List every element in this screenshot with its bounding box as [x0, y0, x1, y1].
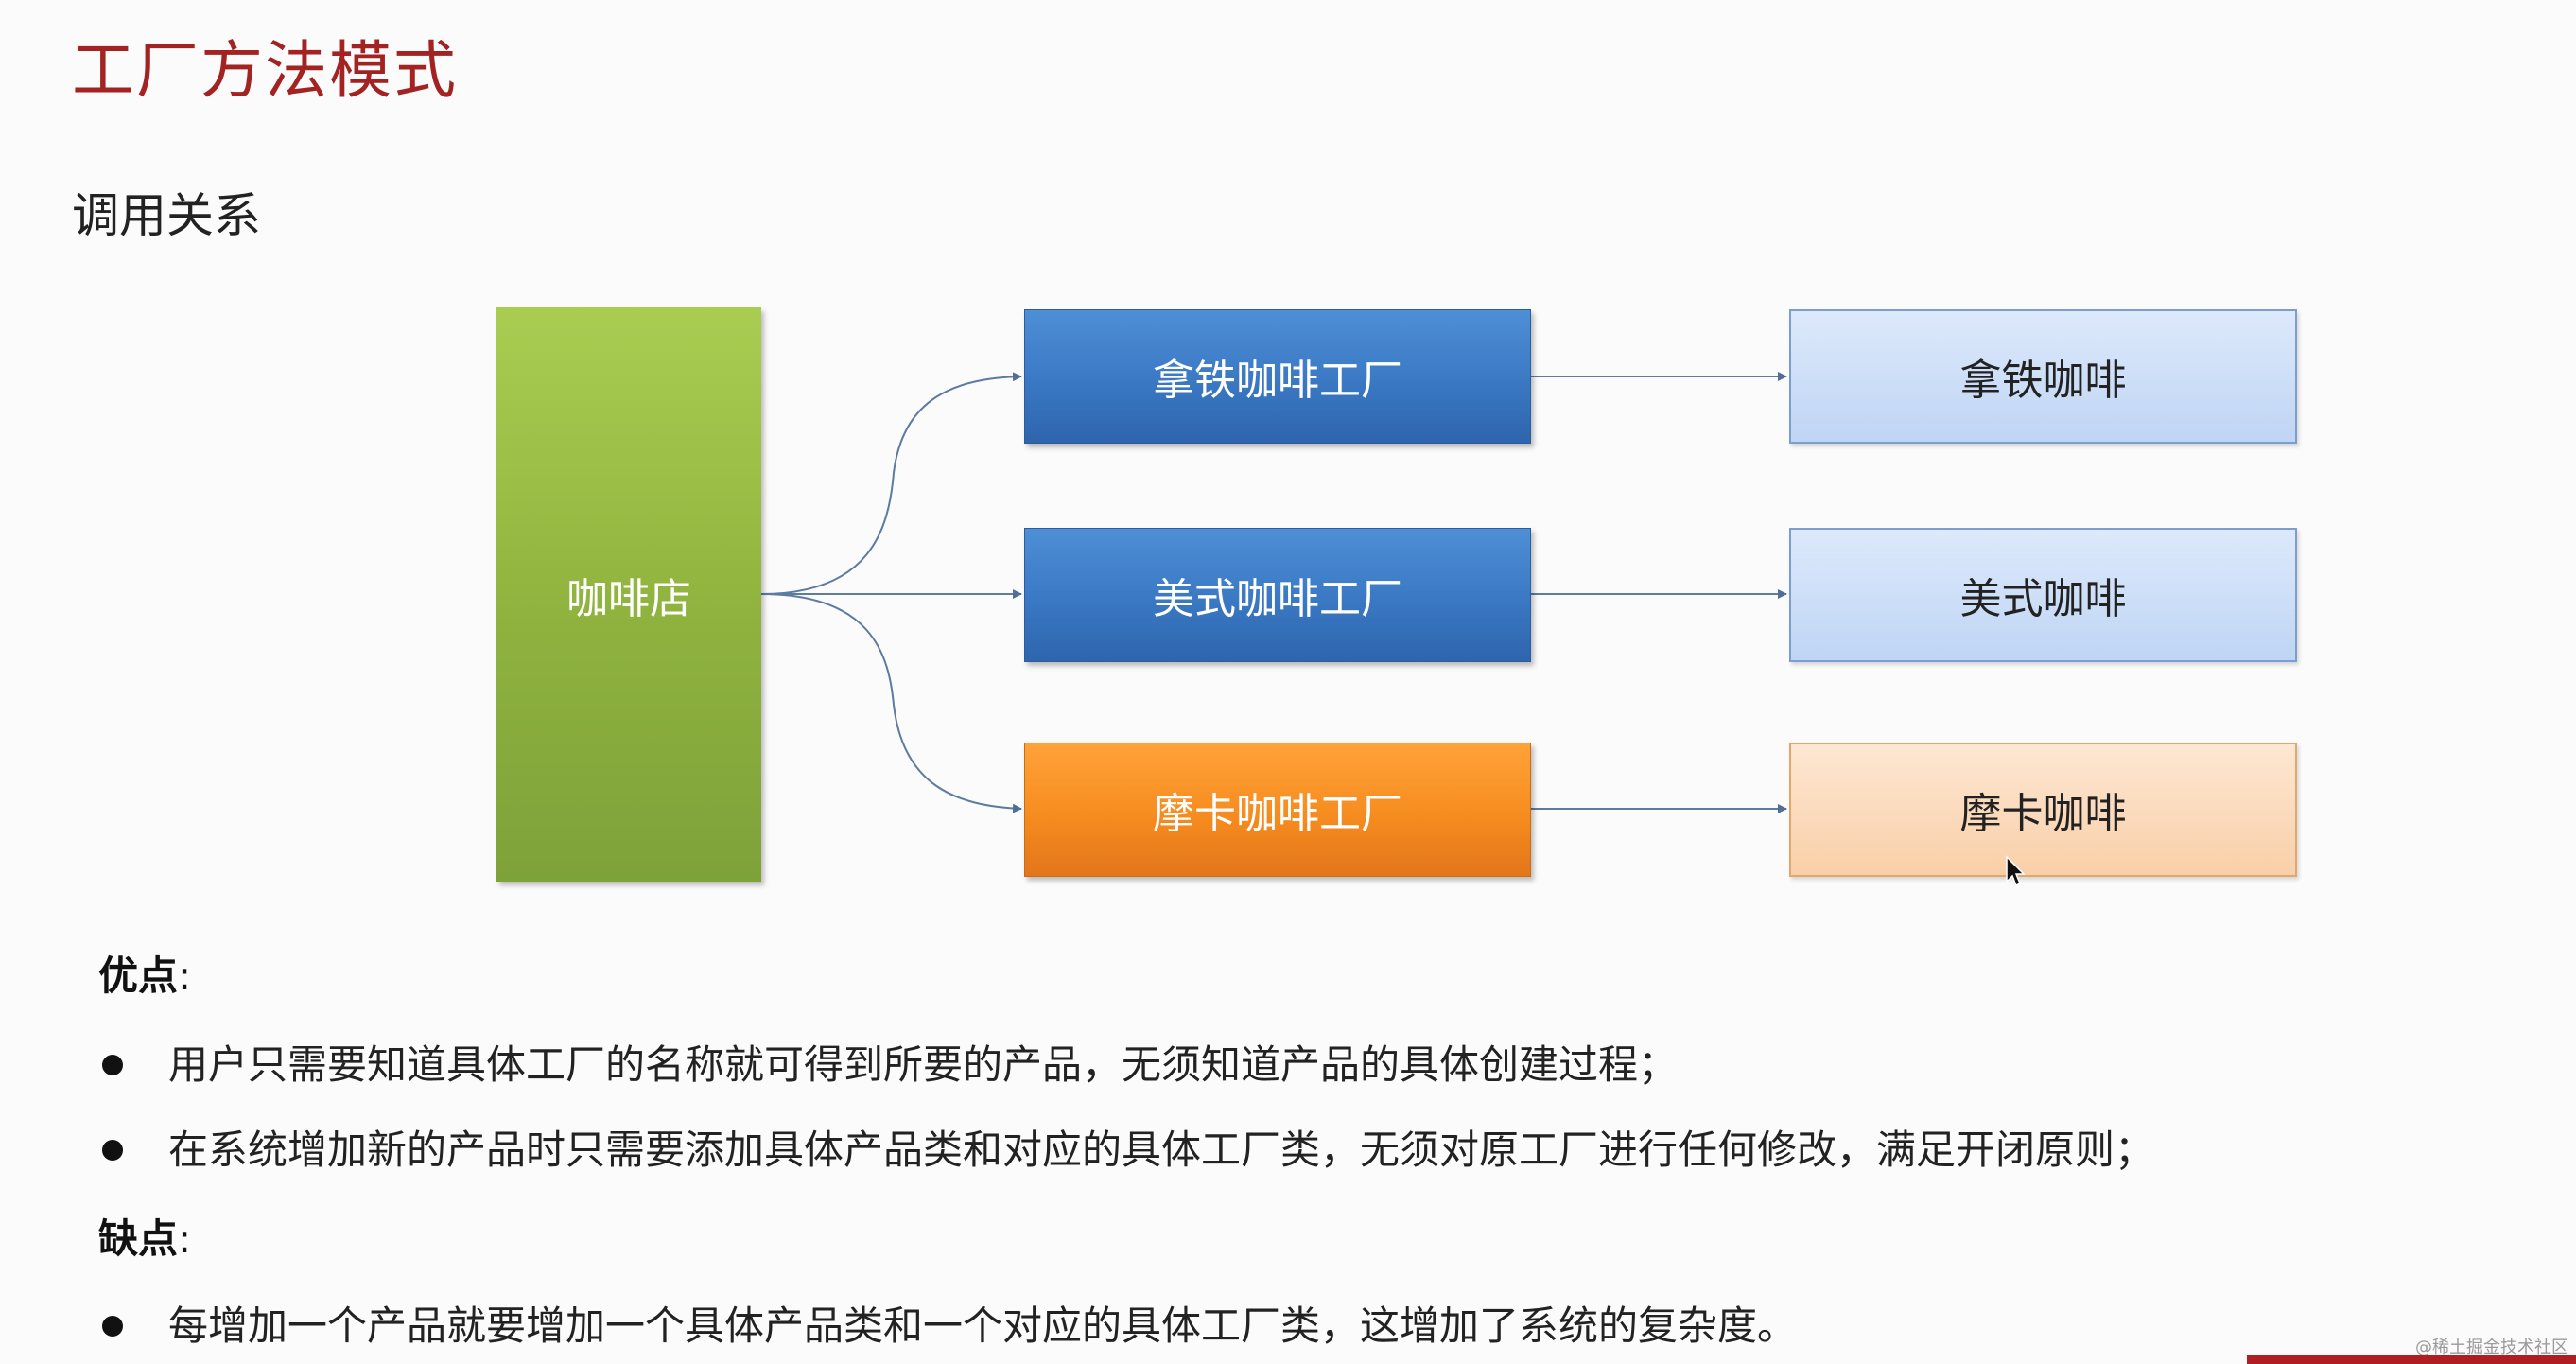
pros-heading-label: 优点: [98, 953, 179, 999]
bullet-icon: [102, 1055, 123, 1075]
latte-factory-box: 拿铁咖啡工厂: [1024, 309, 1531, 444]
cons-heading-label: 缺点: [98, 1215, 179, 1262]
accent-bar: [2247, 1355, 2576, 1364]
pros-heading: 优点:: [98, 948, 191, 1005]
americano-factory-box: 美式咖啡工厂: [1024, 528, 1531, 662]
pros-item: 用户只需要知道具体工厂的名称就可得到所要的产品，无须知道产品的具体创建过程；: [102, 1037, 1678, 1093]
mocha-factory-box: 摩卡咖啡工厂: [1024, 743, 1531, 877]
section-subtitle: 调用关系: [72, 188, 261, 243]
mouse-cursor-icon: [2006, 855, 2026, 887]
pros-item: 在系统增加新的产品时只需要添加具体产品类和对应的具体工厂类，无须对原工厂进行任何…: [102, 1122, 2154, 1179]
coffee-shop-box: 咖啡店: [496, 307, 761, 882]
mocha-product-box: 摩卡咖啡: [1789, 743, 2297, 877]
cons-item-text: 每增加一个产品就要增加一个具体产品类和一个对应的具体工厂类，这增加了系统的复杂度…: [168, 1303, 1798, 1349]
americano-product-box: 美式咖啡: [1789, 528, 2297, 662]
pros-item-text: 在系统增加新的产品时只需要添加具体产品类和对应的具体工厂类，无须对原工厂进行任何…: [168, 1127, 2155, 1173]
latte-product-box: 拿铁咖啡: [1789, 309, 2297, 444]
watermark: @稀土掘金技术社区: [2415, 1338, 2568, 1357]
pros-heading-colon: :: [178, 953, 192, 999]
cons-heading: 缺点:: [98, 1211, 191, 1268]
cons-item: 每增加一个产品就要增加一个具体产品类和一个对应的具体工厂类，这增加了系统的复杂度…: [102, 1298, 1797, 1355]
arrow-shop-to-latte-factory: [760, 372, 1022, 595]
page-title: 工厂方法模式: [72, 34, 458, 107]
bullet-icon: [102, 1140, 123, 1161]
pros-item-text: 用户只需要知道具体工厂的名称就可得到所要的产品，无须知道产品的具体创建过程；: [168, 1041, 1679, 1088]
cons-heading-colon: :: [178, 1215, 192, 1262]
bullet-icon: [102, 1316, 123, 1337]
arrow-shop-to-mocha-factory: [760, 593, 1022, 813]
